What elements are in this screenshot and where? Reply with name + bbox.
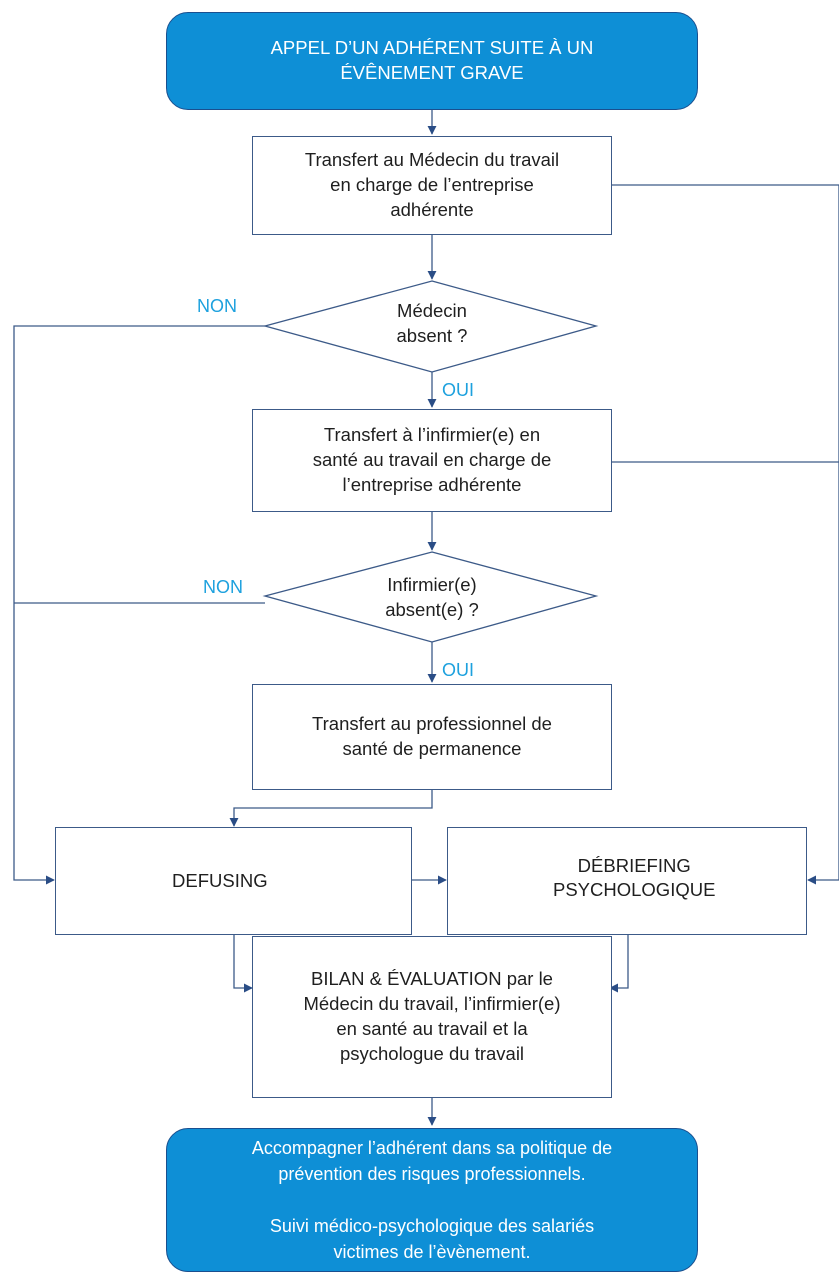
doctor-absent-text: Médecin absent ?	[332, 299, 532, 349]
transfer-doctor-text: Transfert au Médecin du travail en charg…	[304, 149, 560, 220]
start-node-text: APPEL D’UN ADHÉRENT SUITE À UN ÉVÊNEMENT…	[270, 37, 594, 83]
debriefing-box	[447, 827, 807, 935]
transfer-oncall-box: Transfert au professionnel de santé de p…	[252, 684, 612, 790]
yes-label-nurse: OUI	[442, 660, 475, 680]
arrow-defusing-to-assessment	[233, 935, 253, 993]
doctor-absent-label: Médecin absent ?	[396, 300, 468, 346]
assessment-text: BILAN & ÉVALUATION par le Médecin du tra…	[303, 968, 561, 1064]
end-node-text: Accompagner l’adhérent dans sa politique…	[251, 1137, 613, 1263]
transfer-oncall-text: Transfert au professionnel de santé de p…	[312, 713, 552, 759]
arrow-debriefing-to-assessment	[609, 935, 629, 993]
transfer-nurse-text: Transfert à l’infirmier(e) en santé au t…	[312, 424, 552, 495]
start-node: APPEL D’UN ADHÉRENT SUITE À UN ÉVÊNEMENT…	[166, 12, 698, 110]
nurse-absent-label: Infirmier(e) absent(e) ?	[385, 574, 479, 620]
transfer-nurse-box: Transfert à l’infirmier(e) en santé au t…	[252, 409, 612, 512]
defusing-label: DEFUSING	[172, 870, 268, 891]
debriefing-label: DÉBRIEFING PSYCHOLOGIQUE	[553, 855, 716, 901]
transfer-doctor-box: Transfert au Médecin du travail en charg…	[252, 136, 612, 235]
arrow-oncall-to-defusing	[229, 790, 433, 827]
nurse-absent-text: Infirmier(e) absent(e) ?	[332, 573, 532, 623]
assessment-box: BILAN & ÉVALUATION par le Médecin du tra…	[252, 936, 612, 1098]
no-label-nurse: NON	[203, 577, 243, 597]
end-node: Accompagner l’adhérent dans sa politique…	[166, 1128, 698, 1272]
defusing-box	[55, 827, 412, 935]
yes-label-doctor: OUI	[442, 380, 475, 400]
no-label-doctor: NON	[197, 296, 237, 316]
